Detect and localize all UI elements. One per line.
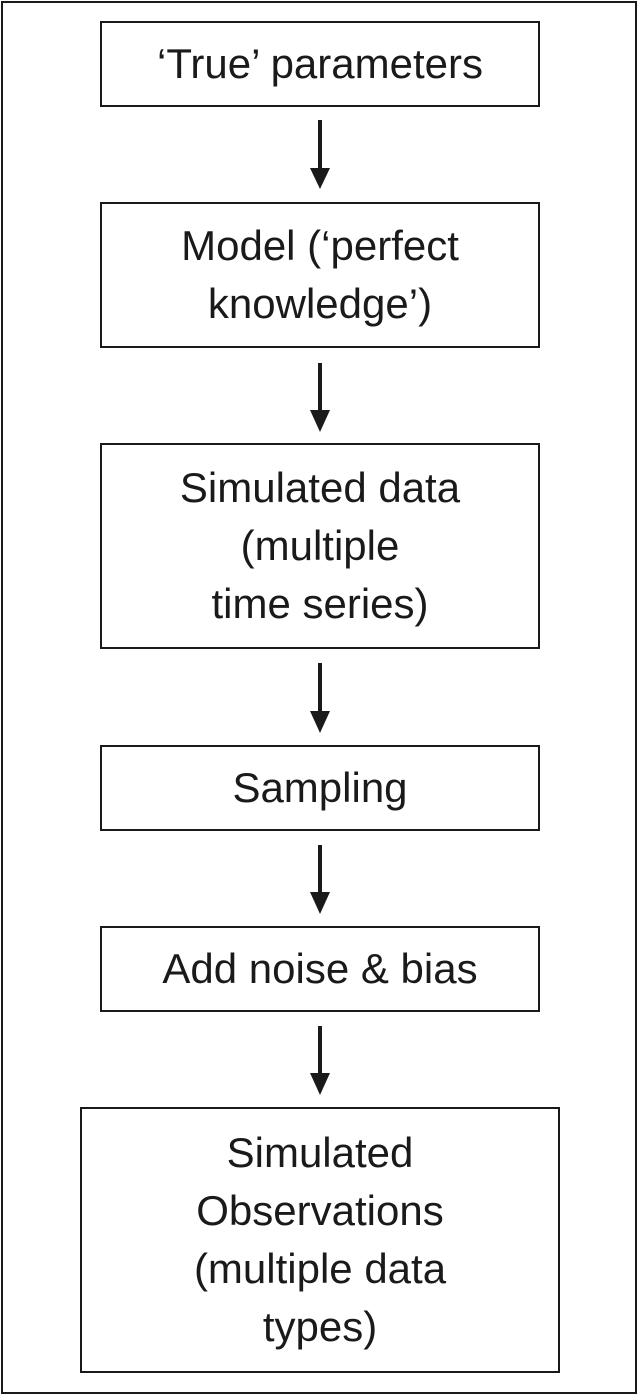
node-model: Model (‘perfect knowledge’): [100, 202, 540, 348]
node-true-parameters: ‘True’ parameters: [100, 21, 540, 107]
node-add-noise-bias: Add noise & bias: [100, 926, 540, 1012]
node-simulated-observations: Simulated Observations (multiple data ty…: [80, 1107, 560, 1373]
node-simulated-data: Simulated data (multiple time series): [100, 443, 540, 649]
node-sampling: Sampling: [100, 745, 540, 831]
